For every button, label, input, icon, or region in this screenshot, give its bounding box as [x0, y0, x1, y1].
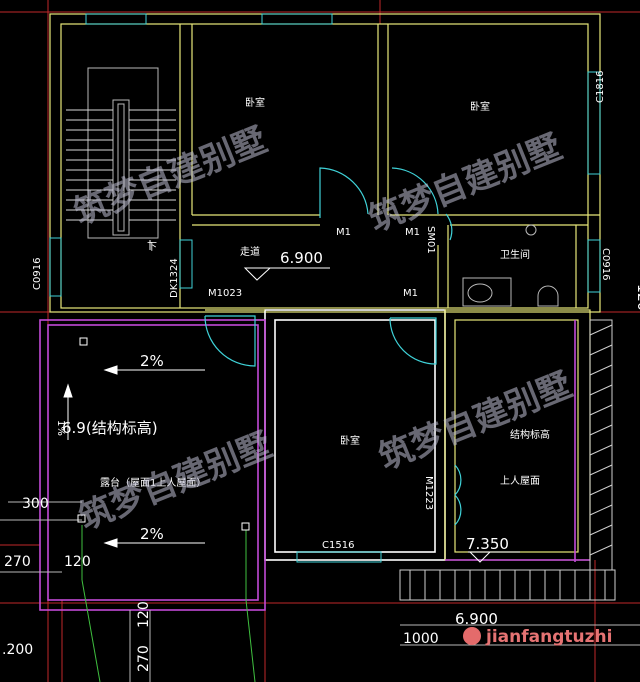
door-m1023: M1023: [208, 288, 242, 299]
staircase: [66, 67, 176, 239]
bedroom-center-label: 卧室: [340, 434, 360, 447]
railing: [399, 319, 616, 601]
terrace-elevation: 6.9(结构标高): [62, 419, 158, 437]
roof-access-label: 上人屋面: [500, 475, 540, 487]
bedroom-tr-label: 卧室: [470, 100, 490, 113]
door-m1-left: M1: [336, 227, 351, 238]
bottom-elevation: 6.900: [455, 610, 498, 628]
window-c1516: C1516: [322, 540, 354, 551]
vertical-slope-label: 1%: [55, 420, 66, 436]
window-c0916-right: C0916: [600, 248, 611, 280]
door-m1-lower: M1: [403, 288, 418, 299]
brand-badge: jianfangtuzhi: [463, 627, 612, 647]
roof-elevation: 7.350: [466, 535, 509, 553]
upper-slope-label: 2%: [140, 352, 164, 370]
dimension-1000: 1000: [403, 631, 439, 647]
door-swings: [204, 167, 462, 526]
lower-slope-label: 2%: [140, 525, 164, 543]
windows: [49, 13, 601, 563]
dimension-200: .200: [2, 642, 33, 658]
stair-down-marker: 下: [147, 242, 157, 253]
dimension-lines: [0, 501, 640, 682]
structural-level-label: 结构标高: [510, 428, 550, 441]
dimension-120: 120: [64, 554, 91, 570]
dimension-120-right: 120: [634, 284, 640, 311]
window-c0916-left: C0916: [32, 258, 43, 290]
bathroom-fixtures: [462, 224, 559, 307]
terrace-label: 露台（屋面1上人屋面）: [100, 476, 206, 489]
corridor-elevation: 6.900: [280, 249, 323, 267]
brand-text: jianfangtuzhi: [485, 627, 612, 647]
bathroom-label: 卫生间: [500, 248, 530, 261]
watermark-2: 筑梦自建别墅: [363, 127, 567, 241]
dimension-270: 270: [4, 554, 31, 570]
door-sm01: SM01: [425, 226, 436, 254]
terrace-outline: [39, 319, 590, 611]
bedroom-tl-label: 卧室: [245, 96, 265, 109]
chat-logo-icon: [463, 627, 481, 645]
door-m1-right: M1: [405, 227, 420, 238]
annotations: [63, 240, 520, 563]
corridor-label: 走道: [240, 245, 260, 258]
dimension-300: 300: [22, 496, 49, 512]
watermark-1: 筑梦自建别墅: [68, 120, 272, 234]
door-m1223: M1223: [423, 476, 434, 510]
window-c1816: C1816: [595, 71, 606, 103]
dimension-270-vertical: 270: [136, 645, 152, 672]
dimension-120-vertical: 120: [136, 601, 152, 628]
window-dk1324: DK1324: [169, 258, 180, 298]
watermark-3: 筑梦自建别墅: [373, 365, 577, 479]
